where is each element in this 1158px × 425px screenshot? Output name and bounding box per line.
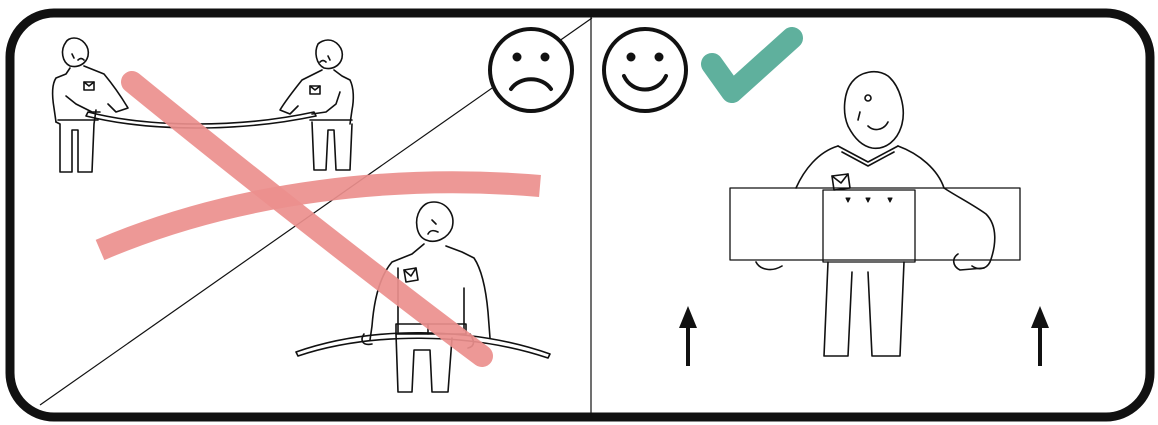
happy-face-icon [604, 29, 686, 111]
sad-face-icon [490, 29, 572, 111]
